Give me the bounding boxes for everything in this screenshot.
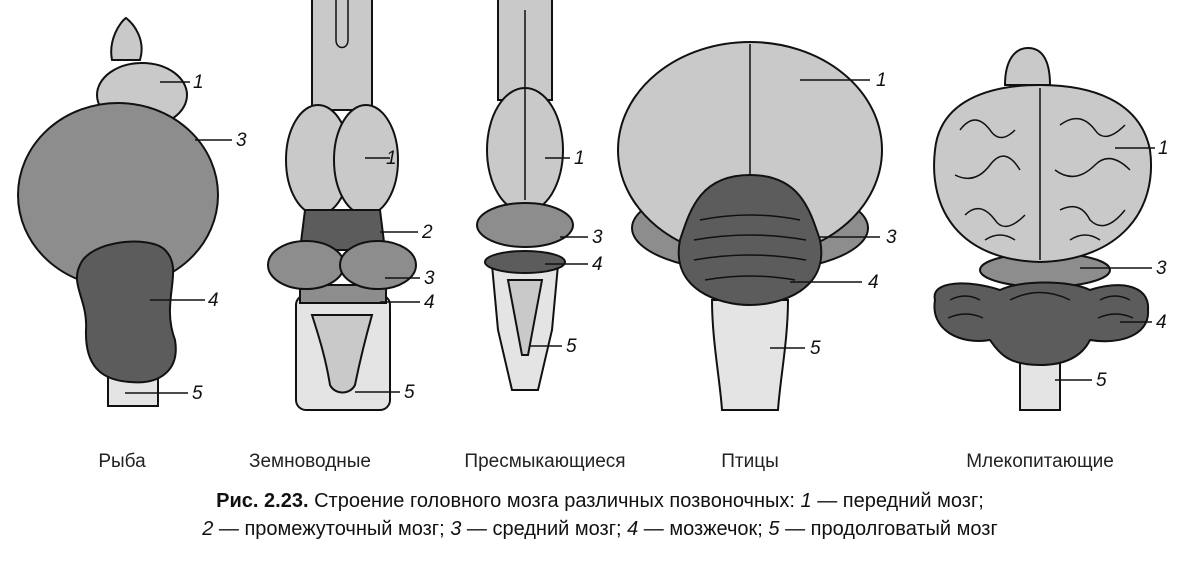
label-4: 4 xyxy=(1156,312,1167,333)
label-3: 3 xyxy=(592,227,603,248)
caption-text: — промежуточный мозг; xyxy=(213,518,451,540)
label-4: 4 xyxy=(208,290,219,311)
label-2: 2 xyxy=(421,222,433,243)
label-3: 3 xyxy=(424,268,435,289)
fish-brain: 1 3 4 5 xyxy=(17,16,247,407)
animal-name-reptiles: Пресмыкающиеся xyxy=(464,451,625,472)
animal-name-amphibians: Земноводные xyxy=(249,451,371,472)
label-1: 1 xyxy=(193,72,204,93)
label-1: 1 xyxy=(1158,138,1169,159)
label-5: 5 xyxy=(1096,370,1107,391)
label-5: 5 xyxy=(566,336,577,357)
animal-name-mammals: Млекопитающие xyxy=(966,451,1114,472)
label-3: 3 xyxy=(1156,258,1167,279)
label-5: 5 xyxy=(404,382,415,403)
label-1: 1 xyxy=(386,148,397,169)
caption-text: — передний мозг; xyxy=(811,490,984,512)
caption-num: 3 xyxy=(450,518,462,540)
caption-title: Строение головного мозга различных позво… xyxy=(308,490,801,512)
label-1: 1 xyxy=(876,70,887,91)
caption-num: 2 xyxy=(202,518,214,540)
label-3: 3 xyxy=(886,227,897,248)
mammal-brain: 1 3 4 5 xyxy=(933,46,1169,411)
label-1: 1 xyxy=(574,148,585,169)
label-4: 4 xyxy=(592,254,603,275)
caption-text: — средний мозг; xyxy=(461,518,628,540)
animal-name-birds: Птицы xyxy=(721,451,779,472)
bird-brain: 1 3 4 5 xyxy=(617,41,897,411)
label-5: 5 xyxy=(810,338,821,359)
amphibian-brain: 1 2 3 4 5 xyxy=(267,0,435,411)
label-4: 4 xyxy=(424,292,435,313)
caption-num: 1 xyxy=(800,490,812,512)
caption-num: 5 xyxy=(768,518,780,540)
figure-number: Рис. 2.23. xyxy=(216,490,309,512)
animal-name-fish: Рыба xyxy=(98,451,146,472)
reptile-brain: 1 3 4 5 xyxy=(476,0,603,391)
label-4: 4 xyxy=(868,272,879,293)
figure-caption-line-1: Рис. 2.23. Строение головного мозга разл… xyxy=(0,490,1200,513)
label-3: 3 xyxy=(236,130,247,151)
brain-diagram: 1 3 4 5 1 2 3 4 5 1 3 4 5 xyxy=(17,0,1169,472)
caption-num: 4 xyxy=(627,518,639,540)
caption-text: — продолговатый мозг xyxy=(779,518,998,540)
label-5: 5 xyxy=(192,383,203,404)
figure-caption-line-2: 2 — промежуточный мозг; 3 — средний мозг… xyxy=(0,518,1200,541)
caption-text: — мозжечок; xyxy=(638,518,769,540)
